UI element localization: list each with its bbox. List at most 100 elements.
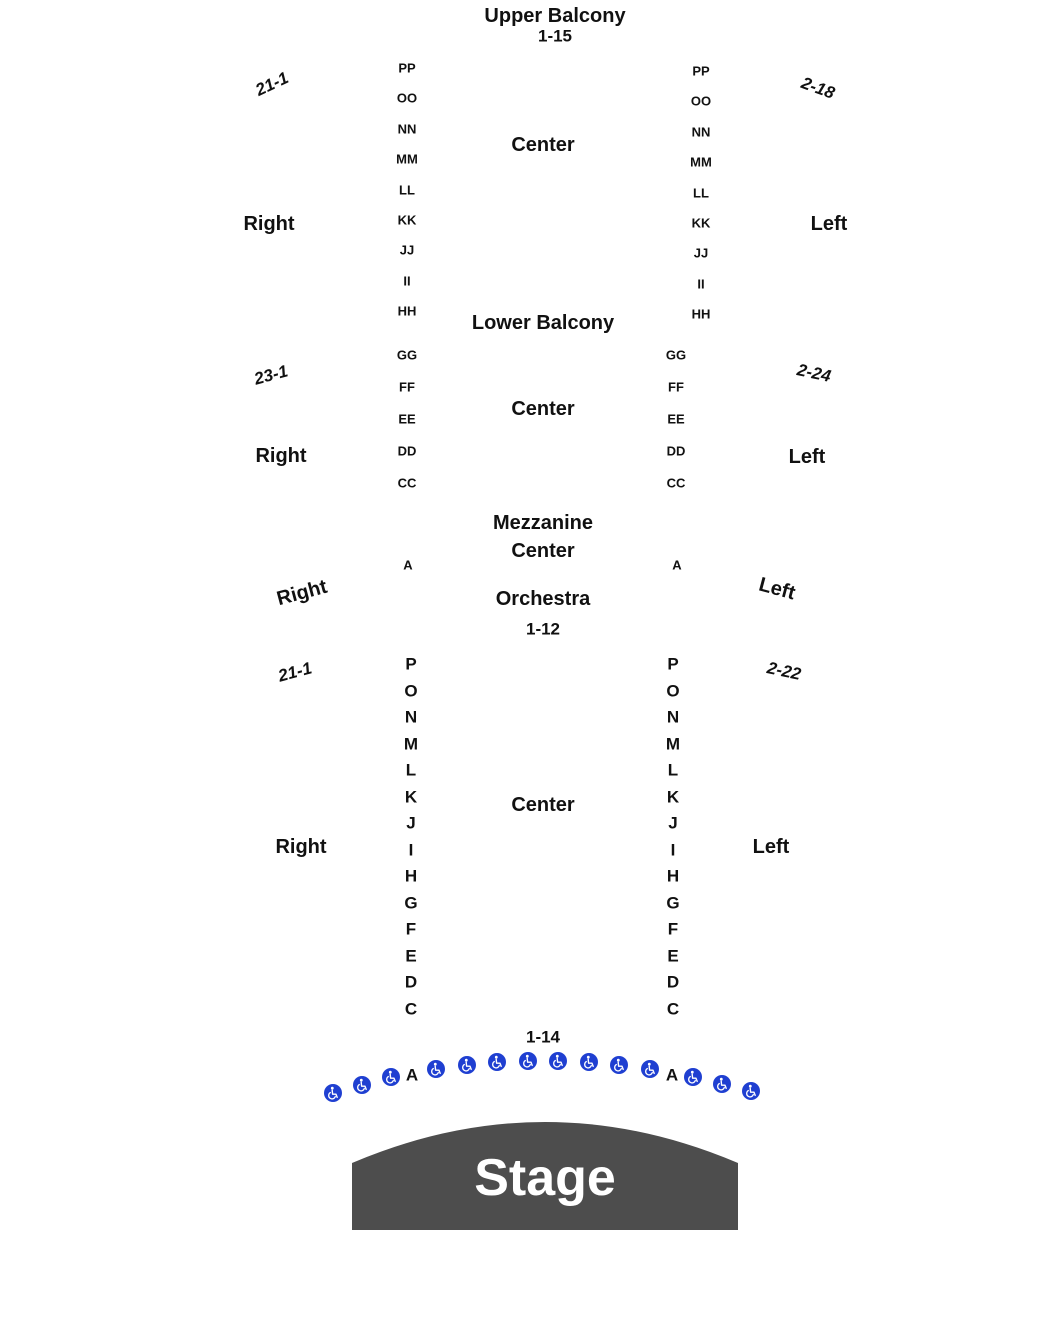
upper-balcony-range: 1-15 <box>537 26 573 46</box>
orchestra-left-row-label: K <box>404 787 418 806</box>
lower-balcony-left-row-label: CC <box>397 475 417 491</box>
orchestra-left-row-label: I <box>408 840 414 859</box>
orchestra-left-row-label: F <box>405 919 417 939</box>
wheelchair-icon <box>742 1082 760 1100</box>
lower-balcony-left-label: Left <box>788 446 826 468</box>
orchestra-right-row-label: G <box>666 893 680 912</box>
wheelchair-icon <box>427 1060 445 1078</box>
orchestra-left-row-label: G <box>404 893 418 912</box>
orchestra-right-row-label: D <box>666 972 680 992</box>
upper-balcony-left-row-label: II <box>403 273 411 289</box>
orchestra-right-row-label: I <box>670 840 676 859</box>
orchestra-right-row-label: K <box>666 787 680 806</box>
mezzanine-left-label: Left <box>756 573 798 605</box>
upper-balcony-right-row-label: NN <box>691 124 711 140</box>
upper-balcony-right-row-label: PP <box>692 63 710 79</box>
front-row-left: A <box>405 1065 419 1085</box>
orchestra-left-row-label: C <box>404 999 418 1018</box>
orchestra-right-row-label: O <box>666 681 680 700</box>
upper-balcony-right-label: Right <box>243 213 295 235</box>
orchestra-left-row-label: M <box>403 734 419 753</box>
wheelchair-icon <box>353 1076 371 1094</box>
upper-balcony-left-row-label: NN <box>397 121 417 137</box>
lower-balcony-right-row-label: GG <box>665 347 687 363</box>
lower-balcony-center: Center <box>511 398 575 420</box>
orchestra-left-row-label: D <box>404 972 418 992</box>
upper-balcony-title: Upper Balcony <box>484 5 626 27</box>
wheelchair-icon <box>580 1053 598 1071</box>
mezzanine-center: Center <box>511 540 575 562</box>
mezzanine-left-row: A <box>403 557 413 573</box>
orchestra-right-label: Right <box>275 836 327 858</box>
upper-balcony-left-row-label: OO <box>396 90 418 106</box>
upper-balcony-left-row-label: KK <box>397 212 417 228</box>
wheelchair-icon <box>549 1052 567 1070</box>
upper-balcony-right-row-label: OO <box>690 93 712 109</box>
upper-balcony-right-range: 21-1 <box>252 68 292 100</box>
wheelchair-icon <box>458 1056 476 1074</box>
orchestra-right-range: 21-1 <box>276 658 314 686</box>
upper-balcony-right-row-label: LL <box>693 185 709 201</box>
upper-balcony-left-row-label: PP <box>398 60 416 76</box>
wheelchair-icon <box>641 1060 659 1078</box>
upper-balcony-center: Center <box>511 134 575 156</box>
wheelchair-icon <box>684 1068 702 1086</box>
upper-balcony-left-range: 2-18 <box>798 73 838 103</box>
orchestra-range: 1-12 <box>525 619 561 639</box>
wheelchair-icon <box>382 1068 400 1086</box>
lower-balcony-left-row-label: EE <box>398 411 416 427</box>
upper-balcony-left-row-label: MM <box>396 151 418 167</box>
lower-balcony-right-label: Right <box>255 445 307 467</box>
orchestra-right-row-label: N <box>666 707 680 727</box>
orchestra-center: Center <box>511 794 575 816</box>
wheelchair-icon <box>488 1053 506 1071</box>
upper-balcony-left-row-label: LL <box>399 182 415 198</box>
orchestra-left-range: 2-22 <box>765 658 803 684</box>
stage-shape <box>352 1122 738 1230</box>
orchestra-left-row-label: J <box>406 813 416 833</box>
orchestra-left-row-label: P <box>405 654 417 674</box>
orchestra-title: Orchestra <box>495 588 591 610</box>
lower-balcony-right-row-label: EE <box>667 411 685 427</box>
upper-balcony-right-row-label: II <box>697 276 705 292</box>
upper-balcony-right-row-label: HH <box>691 306 711 322</box>
front-row-right: A <box>665 1065 679 1085</box>
lower-balcony-title: Lower Balcony <box>471 312 615 334</box>
wheelchair-icon <box>610 1056 628 1074</box>
lower-balcony-right-row-label: FF <box>668 379 684 395</box>
lower-balcony-right-row-label: CC <box>666 475 686 491</box>
orchestra-right-row-label: H <box>666 866 680 886</box>
lower-balcony-right-range: 23-1 <box>252 361 290 389</box>
lower-balcony-left-row-label: DD <box>397 443 417 459</box>
mezzanine-right-label: Right <box>274 575 330 611</box>
lower-balcony-left-row-label: FF <box>399 379 415 395</box>
mezzanine-title: Mezzanine <box>492 512 594 534</box>
wheelchair-icon <box>713 1075 731 1093</box>
wheelchair-icon <box>324 1084 342 1102</box>
orchestra-left-row-label: N <box>404 707 418 727</box>
upper-balcony-right-row-label: MM <box>690 154 712 170</box>
mezzanine-right-row: A <box>672 557 682 573</box>
orchestra-right-row-label: C <box>666 999 680 1018</box>
orchestra-right-row-label: F <box>667 919 679 939</box>
orchestra-left-row-label: O <box>404 681 418 700</box>
orchestra-left-row-label: L <box>405 760 417 780</box>
upper-balcony-left-row-label: HH <box>397 303 417 319</box>
upper-balcony-left-label: Left <box>810 213 848 235</box>
orchestra-left-label: Left <box>752 836 790 858</box>
upper-balcony-right-row-label: KK <box>691 215 711 231</box>
orchestra-right-row-label: P <box>667 654 679 674</box>
upper-balcony-left-row-label: JJ <box>399 242 415 258</box>
orchestra-left-row-label: E <box>405 946 417 965</box>
lower-balcony-left-row-label: GG <box>396 347 418 363</box>
lower-balcony-right-row-label: DD <box>666 443 686 459</box>
orchestra-right-row-label: M <box>665 734 681 753</box>
front-range: 1-14 <box>525 1027 561 1047</box>
orchestra-right-row-label: E <box>667 946 679 965</box>
orchestra-left-row-label: H <box>404 866 418 886</box>
wheelchair-icon <box>519 1052 537 1070</box>
orchestra-right-row-label: L <box>667 760 679 780</box>
lower-balcony-left-range: 2-24 <box>795 360 833 386</box>
stage-label: Stage <box>474 1149 616 1207</box>
